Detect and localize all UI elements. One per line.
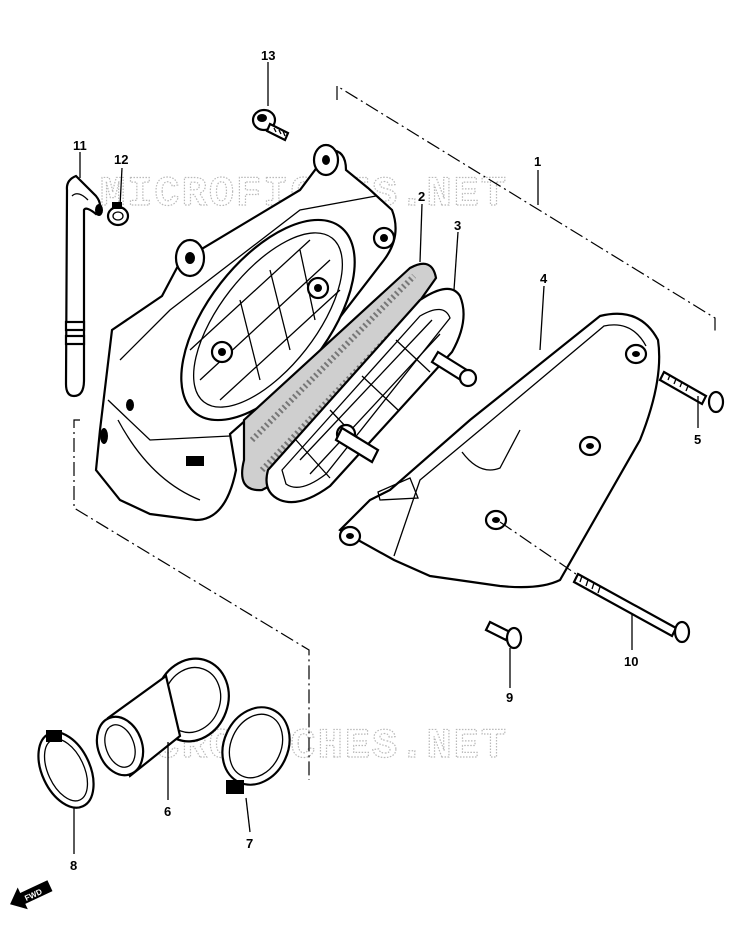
- screw-9: [484, 620, 523, 650]
- callout-10: 10: [624, 654, 638, 669]
- callout-leaders: [73, 62, 699, 854]
- long-bolt-10: [572, 572, 691, 644]
- clamp-12: [106, 202, 130, 227]
- clamp-8: [37, 730, 95, 809]
- callout-8: 8: [70, 858, 77, 873]
- screw-13: [251, 108, 290, 142]
- filter-frame-3: [265, 287, 478, 504]
- callout-12: 12: [114, 152, 128, 167]
- leader-bolt-10: [499, 521, 577, 575]
- callout-5: 5: [694, 432, 701, 447]
- clamp-7: [221, 706, 291, 794]
- assembly-bracket-6-7: [73, 419, 310, 780]
- forward-arrow-icon: FWD: [10, 880, 53, 910]
- callout-1: 1: [534, 154, 541, 169]
- callout-3: 3: [454, 218, 461, 233]
- breather-hose-11: [64, 174, 103, 398]
- cover-4: [338, 312, 661, 589]
- screw-5: [658, 370, 725, 414]
- fwd-label: FWD: [23, 887, 44, 903]
- callout-6: 6: [164, 804, 171, 819]
- callout-2: 2: [418, 189, 425, 204]
- callout-4: 4: [540, 271, 548, 286]
- intake-tube-6: [95, 657, 230, 778]
- callout-11: 11: [73, 138, 87, 153]
- callout-9: 9: [506, 690, 513, 705]
- callout-7: 7: [246, 836, 253, 851]
- air-cleaner-case-1: [94, 143, 397, 522]
- callout-13: 13: [261, 48, 275, 63]
- assembly-bracket-1: [336, 84, 716, 332]
